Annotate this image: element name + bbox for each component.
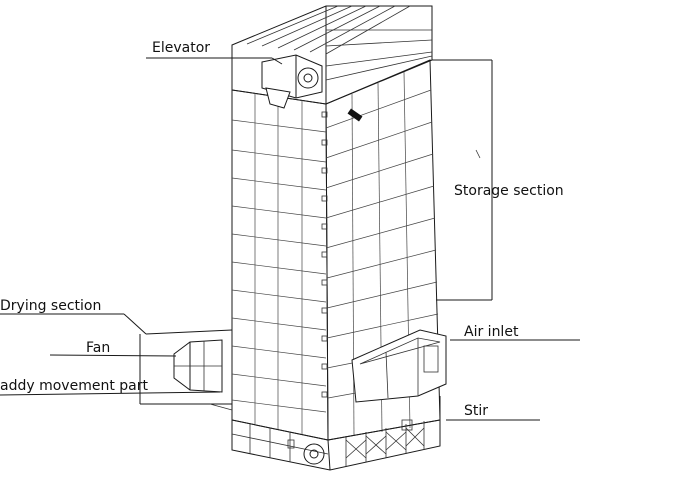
label-fan: Fan (86, 340, 110, 356)
base-hopper (231, 396, 441, 471)
label-air-inlet: Air inlet (464, 324, 519, 340)
air-inlet-hood (351, 329, 447, 403)
label-stir: Stir (464, 403, 488, 419)
leader-lines (0, 57, 580, 421)
label-storage-section: Storage section (454, 183, 564, 199)
sensor-bracket (347, 108, 363, 122)
label-elevator: Elevator (152, 40, 210, 56)
label-drying-section: Drying section (0, 298, 101, 314)
fan-housing (173, 339, 223, 393)
label-paddy-movement-part: addy movement part (0, 378, 148, 394)
storage-section-brace (432, 59, 493, 301)
elevator-head (261, 54, 323, 109)
labels: Elevator Storage section Drying section … (0, 40, 564, 419)
